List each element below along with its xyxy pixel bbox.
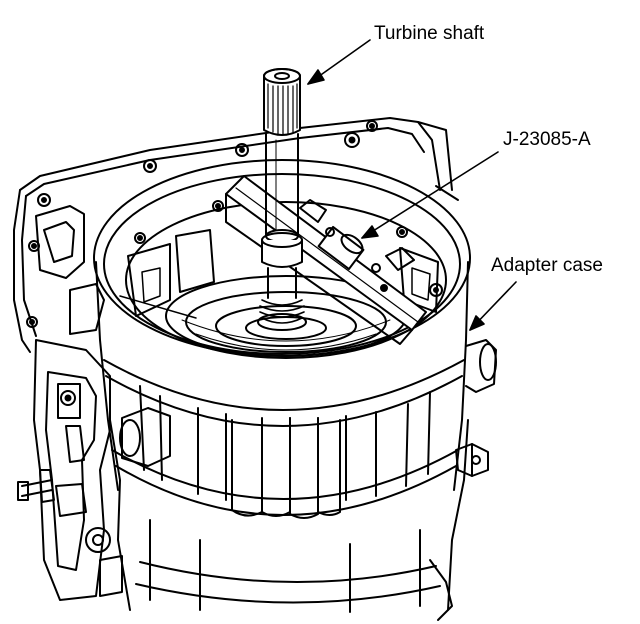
inner-bore [119, 200, 443, 357]
leader-lines [307, 39, 517, 331]
transmission-lower-body [109, 419, 469, 621]
transmission-housing [13, 117, 459, 353]
turbine-shaft-label: Turbine shaft [374, 23, 485, 44]
valve-body [17, 339, 123, 601]
tool-leader [361, 151, 499, 239]
tool-arrowhead [361, 225, 379, 239]
turbine-shaft-arrowhead [307, 69, 325, 85]
turbine-shaft [257, 68, 307, 331]
tool-j23085a-label: J-23085-A [503, 129, 591, 150]
adapter-case [93, 159, 497, 519]
adapter-case-label: Adapter case [491, 255, 603, 276]
j23085a-tool [225, 175, 427, 345]
adapter-case-arrowhead [469, 315, 485, 331]
